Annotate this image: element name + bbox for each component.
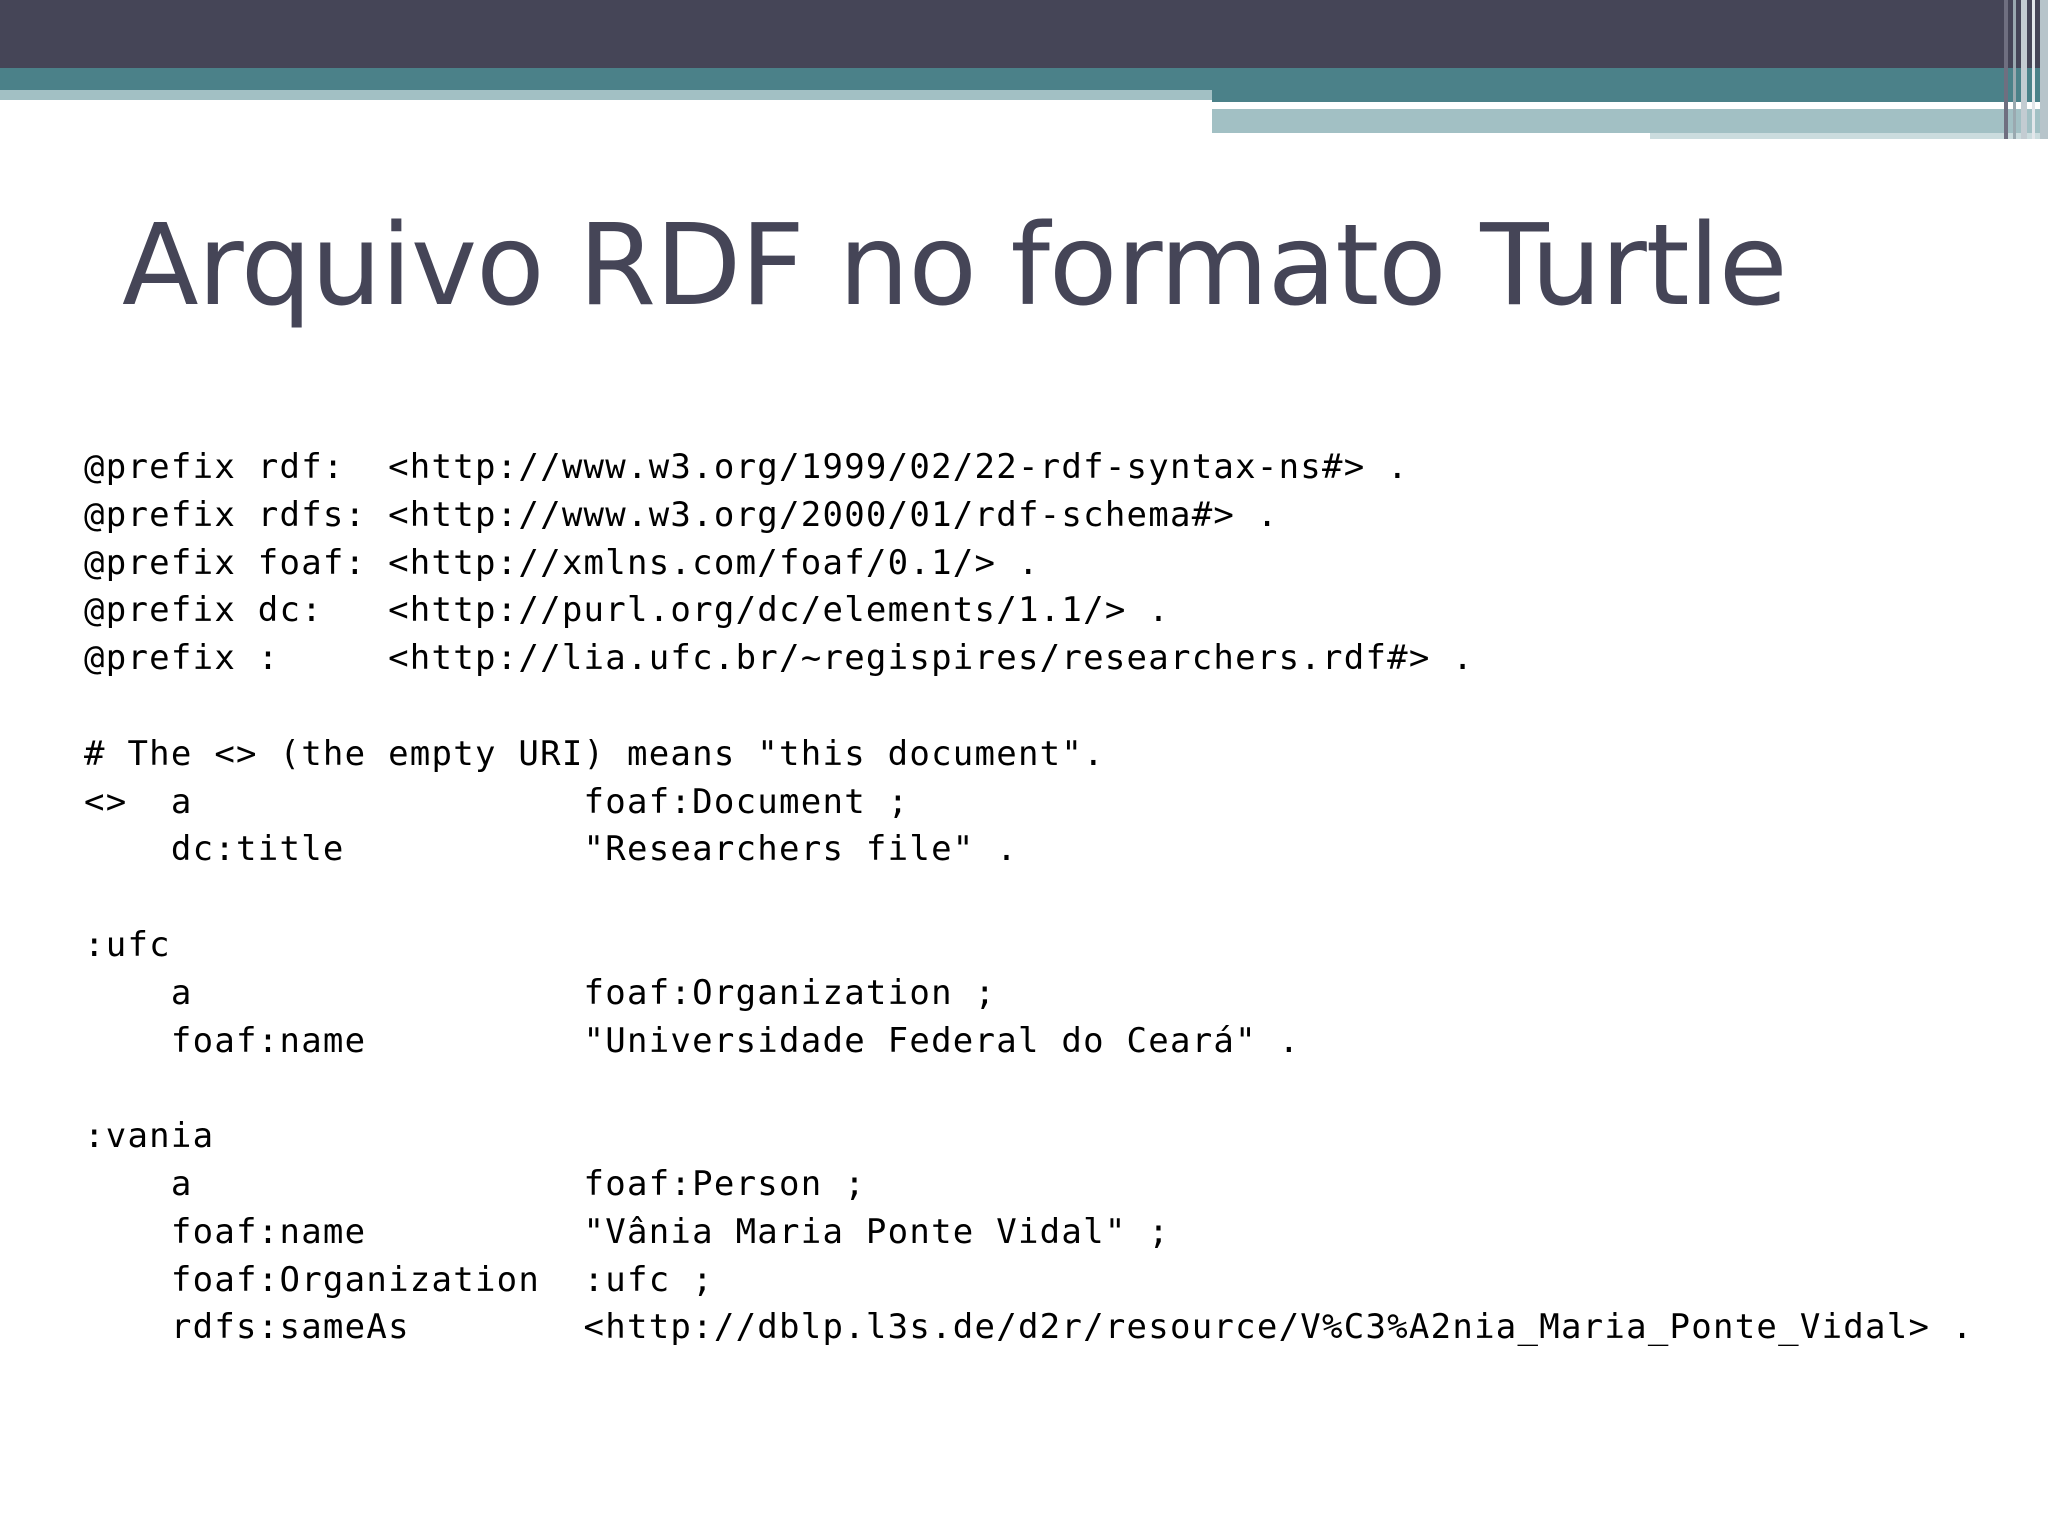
code-line: @prefix rdf: <http://www.w3.org/1999/02/… xyxy=(84,447,1409,487)
code-line: foaf:Organization :ufc ; xyxy=(84,1259,714,1300)
code-line-blank xyxy=(84,874,2024,922)
turtle-code-block: @prefix rdf: <http://www.w3.org/1999/02/… xyxy=(84,444,2024,1352)
header-band-light-tail xyxy=(1650,133,2048,139)
code-line-blank xyxy=(84,683,2024,731)
code-line: @prefix dc: <http://purl.org/dc/elements… xyxy=(84,590,1170,631)
slide-title: Arquivo RDF no formato Turtle xyxy=(122,201,1788,331)
code-line: a foaf:Person ; xyxy=(84,1163,866,1204)
header-edge-stripes xyxy=(1990,0,2048,139)
code-line-blank xyxy=(84,1065,2024,1113)
code-line: dc:title "Researchers file" . xyxy=(84,829,1018,870)
header-band-dark xyxy=(0,0,2048,68)
code-line: foaf:name "Vânia Maria Ponte Vidal" ; xyxy=(84,1211,1170,1252)
header-band-light-left xyxy=(0,90,1212,100)
edge-stripe xyxy=(2004,0,2008,139)
edge-stripe xyxy=(2013,0,2016,139)
edge-stripe xyxy=(2032,0,2035,139)
code-line: rdfs:sameAs <http://dblp.l3s.de/d2r/reso… xyxy=(84,1307,1974,1348)
edge-stripe xyxy=(2021,0,2027,139)
header-band-teal-right xyxy=(1212,90,2048,102)
code-line: @prefix : <http://lia.ufc.br/~regispires… xyxy=(84,638,1475,679)
code-line: a foaf:Organization ; xyxy=(84,972,997,1013)
header-band-light-right xyxy=(1212,109,2048,133)
code-line: foaf:name "Universidade Federal do Ceará… xyxy=(84,1020,1301,1061)
code-line: <> a foaf:Document ; xyxy=(84,781,910,822)
edge-stripe xyxy=(2040,0,2048,139)
code-line: :vania xyxy=(84,1116,215,1157)
code-line: # The <> (the empty URI) means "this doc… xyxy=(84,733,1105,774)
header-band-divider xyxy=(1212,102,1898,109)
code-line: @prefix rdfs: <http://www.w3.org/2000/01… xyxy=(84,494,1279,535)
header-band-teal xyxy=(0,68,2048,90)
code-line: :ufc xyxy=(84,924,171,965)
code-line: @prefix foaf: <http://xmlns.com/foaf/0.1… xyxy=(84,542,1040,583)
